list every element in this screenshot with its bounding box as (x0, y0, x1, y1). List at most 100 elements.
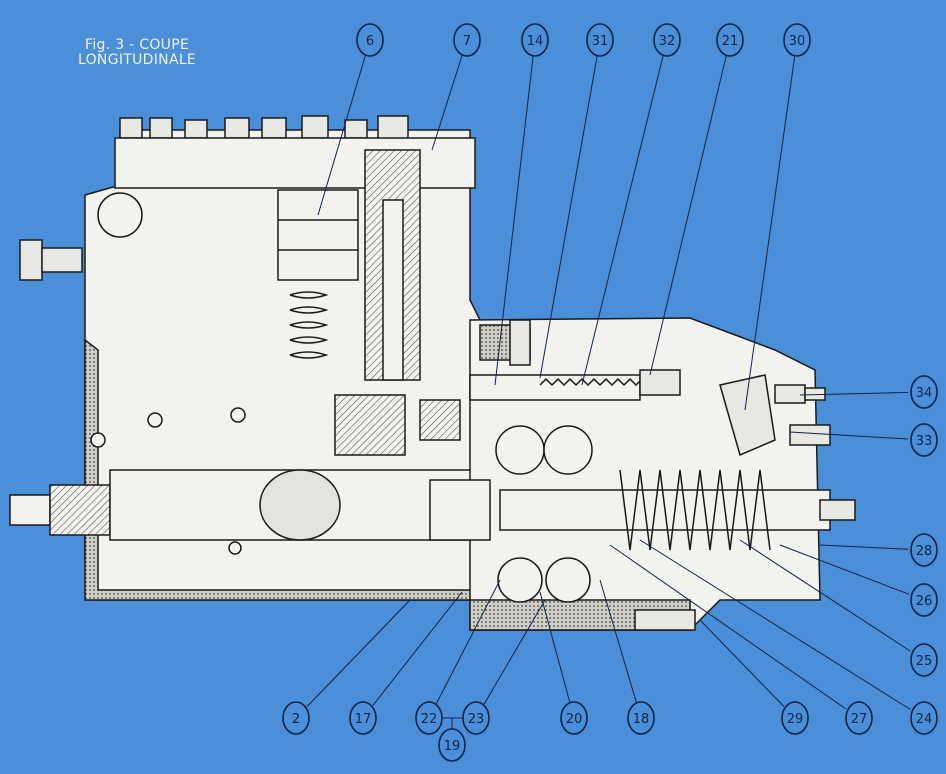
callout-circle (781, 701, 809, 735)
callout-circle (349, 701, 377, 735)
leader-line (599, 579, 637, 703)
callout-circle (586, 23, 614, 57)
callout-circle (453, 23, 481, 57)
callout-20: 20 (539, 591, 588, 735)
callout-34: 34 (799, 375, 938, 409)
callout-circle (910, 423, 938, 457)
callout-circle (910, 375, 938, 409)
leader-line (789, 431, 909, 440)
leader-line (494, 55, 534, 386)
callout-label: 23 (468, 712, 485, 727)
callout-6: 6 (317, 23, 384, 216)
leader-line (739, 539, 911, 652)
control-rod-spring (539, 377, 649, 387)
valve-holder-block (114, 137, 476, 189)
leader-line (372, 591, 463, 706)
figure-title: Fig. 3 - COUPE LONGITUDINALE (78, 38, 196, 68)
cam-lobe (259, 469, 341, 541)
figure-title-line2: LONGITUDINALE (78, 52, 197, 68)
leader-line (539, 591, 571, 703)
callout-connector (442, 717, 463, 729)
callout-label: 25 (916, 654, 933, 669)
callout-26: 26 (779, 544, 938, 617)
callout-circle (910, 701, 938, 735)
callout-circle (627, 701, 655, 735)
callout-circle (653, 23, 681, 57)
callout-label: 24 (916, 712, 933, 727)
leader-line (609, 544, 847, 710)
callout-circle (282, 701, 310, 735)
plunger-spring (289, 291, 329, 359)
callout-25: 25 (739, 539, 938, 677)
callout-17: 17 (349, 591, 463, 735)
leader-line (539, 55, 598, 379)
callout-label: 27 (851, 712, 868, 727)
callout-label: 34 (916, 386, 933, 401)
plunger (382, 199, 404, 381)
callout-label: 22 (421, 712, 438, 727)
side-plug (97, 192, 143, 238)
leader-line (317, 55, 366, 216)
governor-spring (619, 469, 771, 551)
callout-label: 32 (659, 34, 676, 49)
callout-label: 6 (366, 34, 374, 49)
element-block (277, 189, 359, 281)
callout-circle (560, 701, 588, 735)
callout-30: 30 (744, 23, 811, 411)
callout-circle (716, 23, 744, 57)
leader-line (779, 544, 910, 595)
callout-label: 2 (292, 712, 300, 727)
leader-line (799, 391, 909, 396)
callout-circle (910, 583, 938, 617)
callout-33: 33 (789, 423, 938, 457)
callout-31: 31 (539, 23, 614, 379)
callout-label: 18 (633, 712, 650, 727)
figure-title-line1: Fig. 3 - COUPE (84, 37, 190, 53)
callout-label: 17 (355, 712, 372, 727)
camshaft-end (9, 494, 51, 526)
callout-label: 30 (789, 34, 806, 49)
callout-circle (783, 23, 811, 57)
leader-line (483, 599, 546, 705)
callout-label: 20 (566, 712, 583, 727)
shaft-end-nut (819, 499, 856, 521)
callout-circle (521, 23, 549, 57)
callout-circle (845, 701, 873, 735)
leader-line (699, 619, 785, 707)
leader-line (649, 55, 727, 376)
callout-label: 29 (787, 712, 804, 727)
flyweight-hub (429, 479, 491, 541)
leader-line (744, 55, 796, 411)
governor-lever (719, 374, 776, 457)
pump-body (9, 115, 856, 631)
leader-line (435, 579, 501, 705)
delivery-valve-holders (119, 115, 409, 141)
leader-line (819, 544, 909, 550)
callout-circle (910, 533, 938, 567)
callout-label: 14 (527, 34, 544, 49)
callout-19: 19 (438, 728, 466, 762)
callout-18: 18 (599, 579, 655, 735)
callout-28: 28 (819, 533, 938, 567)
callout-2: 2 (282, 599, 411, 735)
callout-32: 32 (581, 23, 681, 386)
leader-line (431, 55, 463, 151)
callout-14: 14 (494, 23, 549, 386)
callout-label: 26 (916, 594, 933, 609)
flyweight (545, 557, 591, 603)
callout-29: 29 (699, 619, 809, 735)
callout-7: 7 (431, 23, 481, 151)
callout-27: 27 (609, 544, 873, 735)
callout-label: 33 (916, 434, 933, 449)
leader-line (639, 539, 911, 710)
tappet-section (334, 394, 406, 456)
callout-21: 21 (649, 23, 744, 376)
control-rod (469, 374, 641, 401)
camshaft-bearing (49, 484, 111, 536)
bottom-screw (634, 609, 696, 631)
adjust-screw (774, 384, 806, 404)
callout-label: 28 (916, 544, 933, 559)
leader-line (306, 599, 411, 707)
